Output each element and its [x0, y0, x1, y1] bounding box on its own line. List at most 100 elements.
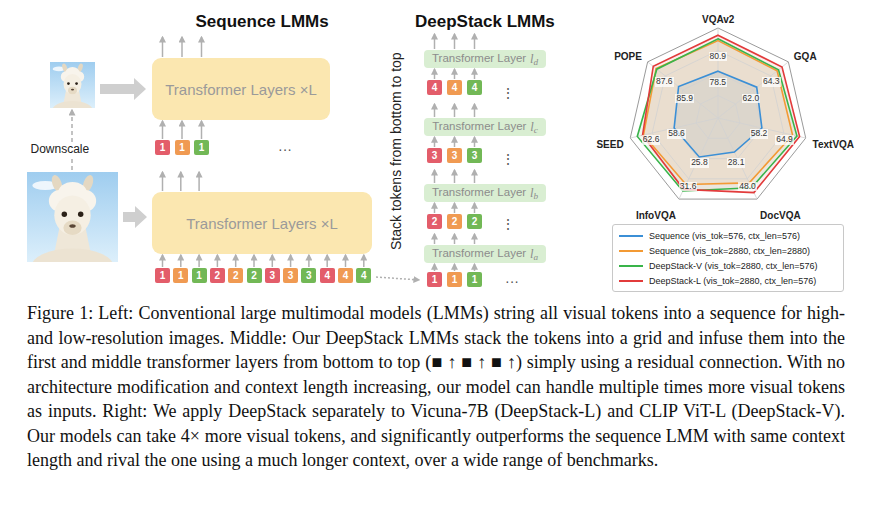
token-square: 3 [265, 268, 280, 283]
panel-title: Sequence LMMs [196, 12, 329, 32]
layer-box: Transformer Layerla [424, 245, 546, 263]
token-number: 3 [270, 271, 276, 281]
token-square: 1 [194, 140, 209, 155]
layer-index: c [534, 126, 538, 135]
legend-text: DeepStack-L (vis_tok=2880, ctx_len=576) [649, 276, 816, 286]
flow-connector [290, 255, 292, 267]
flow-connector [272, 255, 274, 267]
legend-line [619, 280, 643, 282]
label-holder: ⋮ [501, 150, 515, 168]
flow-connector [434, 203, 436, 213]
axis-label: DocVQA [760, 210, 801, 222]
layer-index: d [533, 58, 538, 67]
transformer-box: Transformer Layers ×L [152, 192, 372, 254]
alpaca-body [52, 101, 93, 108]
token-number: 2 [251, 271, 257, 281]
token-number: 1 [178, 271, 184, 281]
legend-line [619, 265, 643, 267]
token-number: 1 [199, 143, 205, 153]
output-arrow [454, 170, 456, 183]
flow-connector [201, 121, 203, 139]
downscale-label: Downscale [29, 143, 92, 157]
flow-connector [474, 69, 476, 79]
flow-connector [308, 255, 310, 267]
radar-series [643, 41, 792, 185]
label-holder: 62.0 [742, 87, 761, 105]
legend-sample [618, 276, 644, 286]
ellipsis: ⋮ [501, 216, 515, 232]
token-square: 2 [228, 268, 243, 283]
flow-connector [162, 255, 164, 267]
score-value: 80.9 [709, 52, 728, 62]
output-arrow [180, 172, 182, 191]
label-holder: 28.1 [727, 151, 746, 169]
radar-grid [630, 28, 805, 199]
flow-connector [454, 69, 456, 79]
token-square: 3 [283, 268, 298, 283]
label-holder: ··· [278, 140, 292, 158]
box-label: Transformer Layer [432, 53, 526, 65]
token-square: 2 [210, 268, 225, 283]
legend-row: DeepStack-V (vis_tok=2880, ctx_len=576) [618, 258, 838, 273]
layer-index: l [530, 121, 534, 134]
token-square: 2 [467, 214, 482, 229]
token-number: 2 [452, 217, 458, 227]
output-arrow [198, 172, 200, 191]
token-square: 3 [447, 148, 462, 163]
label-holder: InfoVQA [636, 205, 676, 223]
label-holder: 31.6 [679, 175, 698, 193]
token-number: 3 [472, 151, 478, 161]
score-value: 87.6 [655, 77, 674, 87]
legend-line [619, 235, 643, 237]
downscale-arrow [71, 110, 73, 170]
label-holder: Downscale [29, 139, 92, 157]
score-value: 62.0 [742, 94, 761, 104]
label-holder: GQA [794, 46, 817, 64]
token-number: 4 [324, 271, 330, 281]
flow-connector [474, 137, 476, 147]
alpaca-nose [71, 89, 74, 91]
token-square: 4 [338, 268, 353, 283]
flow-connector [180, 255, 182, 267]
label-holder: 64.9 [775, 128, 794, 146]
token-square: 4 [356, 268, 371, 283]
alpaca-eye [67, 82, 70, 85]
radar-spoke [718, 62, 788, 118]
flow-connector [253, 255, 255, 267]
token-number: 2 [472, 217, 478, 227]
alpaca-eye [78, 212, 83, 217]
legend-text: Sequence (vis_tok=576, ctx_len=576) [649, 231, 800, 241]
output-arrow [474, 170, 476, 183]
ellipsis: ⋮ [501, 85, 515, 101]
alpaca-muzzle [68, 87, 77, 94]
layer-index: l [530, 53, 534, 66]
label-holder: 48.0 [738, 175, 757, 193]
token-square: 3 [427, 148, 442, 163]
flow-arrow [100, 78, 146, 100]
score-value: 48.0 [738, 182, 757, 192]
alpaca-muzzle [63, 221, 81, 235]
legend-sample [618, 231, 644, 241]
flow-connector [474, 203, 476, 213]
axis-label: GQA [794, 51, 817, 63]
label-holder: 85.9 [675, 87, 694, 105]
legend-text: Sequence (vis_tok=2880, ctx_len=2880) [649, 246, 810, 256]
radar-spoke [648, 62, 718, 118]
label-holder: 58.2 [750, 122, 769, 140]
legend-row: Sequence (vis_tok=576, ctx_len=576) [618, 228, 838, 243]
flow-connector [474, 264, 476, 271]
token-square: 1 [427, 272, 442, 287]
alpaca-face [64, 74, 82, 94]
token-number: 3 [432, 151, 438, 161]
token-square: 2 [427, 214, 442, 229]
ellipsis: ··· [505, 273, 519, 289]
score-value: 62.6 [642, 135, 661, 145]
panel-title: DeepStack LMMs [415, 12, 555, 32]
token-number: 3 [288, 271, 294, 281]
label-holder: Stack tokens from bottom to top [387, 52, 405, 250]
stack-note: Stack tokens from bottom to top [388, 52, 404, 250]
flow-connector [434, 264, 436, 271]
layer-index: l [530, 187, 534, 200]
output-arrow [162, 172, 164, 191]
